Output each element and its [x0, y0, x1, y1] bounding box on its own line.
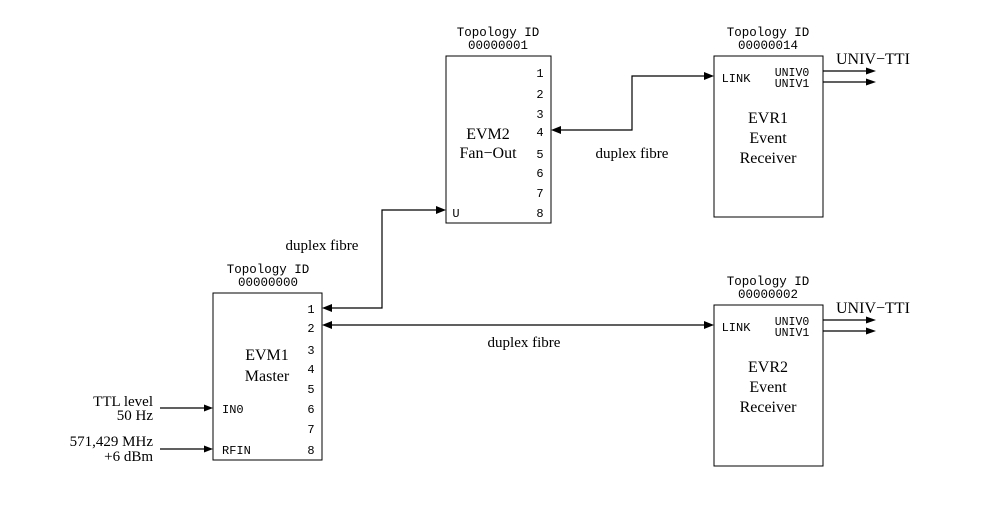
link-evm1-evr2-arrowhead-end [704, 321, 714, 329]
evm1-role: Master [245, 368, 290, 385]
link-evm1-evm2-arrowhead-end [436, 206, 446, 214]
evm1-port-6: 6 [307, 403, 314, 417]
evm2-port-1: 1 [536, 67, 543, 81]
evm2-port-3: 3 [536, 108, 543, 122]
evm1-topology-id: 00000000 [238, 276, 298, 290]
evm2-upstream-port: U [452, 207, 459, 221]
evr2-box [713, 304, 824, 467]
link-evm2-evr1-arrowhead-start [551, 126, 561, 134]
evr1-role-line2: Receiver [740, 150, 798, 167]
evm1-port-4: 4 [307, 363, 314, 377]
link-evm1-evm2-line [331, 209, 436, 309]
evr1-univ0-port: UNIV0 [775, 67, 810, 80]
evr1-box [713, 55, 824, 218]
evm2-port-7: 7 [536, 187, 543, 201]
ttl-input-arrowhead [204, 404, 213, 412]
evr1-univ1-output-arrowhead [866, 78, 876, 86]
link-evm2-evr1: duplex fibre [551, 72, 714, 162]
evr2-output-label: UNIV−TTI [836, 300, 910, 317]
evm2-port-6: 6 [536, 167, 543, 181]
rf-input-label-line2: +6 dBm [104, 449, 153, 465]
evr2-role-line1: Event [749, 379, 787, 396]
link-evm2-evr1-label: duplex fibre [596, 146, 669, 162]
rf-input-label-line1: 571,429 MHz [70, 434, 154, 450]
evr2-univ0-output-arrowhead [866, 316, 876, 324]
evm1-port-2: 2 [307, 322, 314, 336]
link-evm2-evr1-line [561, 75, 704, 131]
evr2-outputs [823, 316, 876, 335]
evm2-name: EVM2 [466, 126, 510, 143]
evm1-name: EVM1 [245, 347, 289, 364]
link-evm1-evm2-arrowhead-start [322, 304, 332, 312]
evm1-rfin-port: RFIN [222, 444, 251, 458]
evm1-topology-label: Topology ID [227, 263, 310, 277]
evm1-port-5: 5 [307, 383, 314, 397]
evr1-link-port: LINK [722, 72, 752, 86]
evr1-role-line1: Event [749, 130, 787, 147]
evm2-port-5: 5 [536, 148, 543, 162]
evm2-topology-id: 00000001 [468, 39, 528, 53]
evm1-node: Topology ID 00000000 EVM1 Master 1 2 3 4… [212, 263, 323, 461]
evm2-port-4: 4 [536, 126, 543, 140]
evm1-box [212, 292, 323, 461]
link-evm1-evm2-label: duplex fibre [286, 238, 359, 254]
evm1-port-8: 8 [307, 444, 314, 458]
evr1-name: EVR1 [748, 110, 788, 127]
link-evm1-evr2: duplex fibre [322, 321, 714, 351]
evm2-node: Topology ID 00000001 EVM2 Fan−Out 1 2 3 … [445, 26, 552, 224]
evm1-port-1: 1 [307, 303, 314, 317]
evr2-link-port: LINK [722, 321, 752, 335]
evr2-univ1-output-arrowhead [866, 327, 876, 335]
ttl-input-label-line1: TTL level [93, 394, 153, 410]
evr1-topology-id: 00000014 [738, 39, 798, 53]
rf-input-arrowhead [204, 445, 213, 453]
evm2-port-2: 2 [536, 88, 543, 102]
evm2-role: Fan−Out [459, 145, 517, 162]
evm1-port-7: 7 [307, 423, 314, 437]
evr2-topology-id: 00000002 [738, 288, 798, 302]
evr1-univ0-output-arrowhead [866, 67, 876, 75]
evr2-topology-label: Topology ID [727, 275, 810, 289]
evr1-outputs [823, 67, 876, 86]
evm1-port-3: 3 [307, 344, 314, 358]
link-evm2-evr1-arrowhead-end [704, 72, 714, 80]
link-evm1-evm2: duplex fibre [286, 206, 446, 312]
evm2-port-8: 8 [536, 207, 543, 221]
evr1-univ1-port: UNIV1 [775, 78, 810, 91]
evr1-topology-label: Topology ID [727, 26, 810, 40]
link-evm1-evr2-label: duplex fibre [488, 335, 561, 351]
evr2-node: Topology ID 00000002 LINK UNIV0 UNIV1 EV… [713, 275, 910, 467]
evm2-topology-label: Topology ID [457, 26, 540, 40]
evr1-output-label: UNIV−TTI [836, 51, 910, 68]
external-inputs: TTL level 50 Hz 571,429 MHz +6 dBm [70, 394, 213, 465]
evr2-univ1-port: UNIV1 [775, 327, 810, 340]
evr2-role-line2: Receiver [740, 399, 798, 416]
evr2-name: EVR2 [748, 359, 788, 376]
link-evm1-evr2-arrowhead-start [322, 321, 332, 329]
ttl-input-label-line2: 50 Hz [117, 408, 154, 424]
evm2-box [445, 55, 552, 224]
evr2-univ0-port: UNIV0 [775, 316, 810, 329]
evm1-in0-port: IN0 [222, 403, 244, 417]
evr1-node: Topology ID 00000014 LINK UNIV0 UNIV1 EV… [713, 26, 910, 218]
